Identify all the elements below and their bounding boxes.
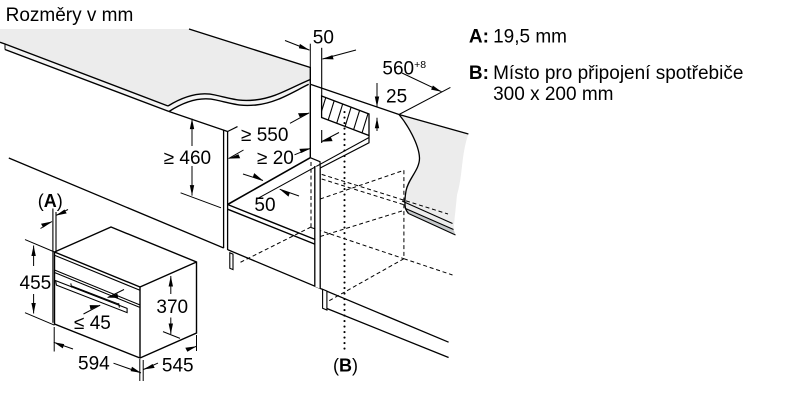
svg-text:Rozměry v mm: Rozměry v mm (6, 5, 134, 26)
svg-text:(A): (A) (38, 191, 63, 211)
svg-text:455: 455 (20, 273, 52, 294)
svg-text:Místo pro připojení spotřebiče: Místo pro připojení spotřebiče (493, 63, 743, 84)
svg-text:≤ 45: ≤ 45 (74, 313, 111, 334)
svg-text:370: 370 (156, 297, 188, 318)
svg-text:594: 594 (78, 354, 110, 375)
svg-text:≥ 550: ≥ 550 (241, 125, 288, 146)
svg-text:≥ 460: ≥ 460 (164, 148, 211, 169)
svg-text:(B): (B) (333, 356, 358, 376)
svg-text:300 x 200 mm: 300 x 200 mm (493, 84, 613, 105)
svg-text:25: 25 (386, 86, 407, 107)
svg-text:50: 50 (254, 195, 275, 216)
svg-text:560+8: 560+8 (382, 58, 426, 79)
svg-text:50: 50 (313, 28, 334, 49)
svg-text:B:: B: (469, 63, 489, 84)
svg-text:A:: A: (469, 27, 489, 48)
svg-text:545: 545 (162, 356, 194, 377)
svg-text:19,5 mm: 19,5 mm (493, 27, 567, 48)
svg-text:≥ 20: ≥ 20 (257, 148, 294, 169)
